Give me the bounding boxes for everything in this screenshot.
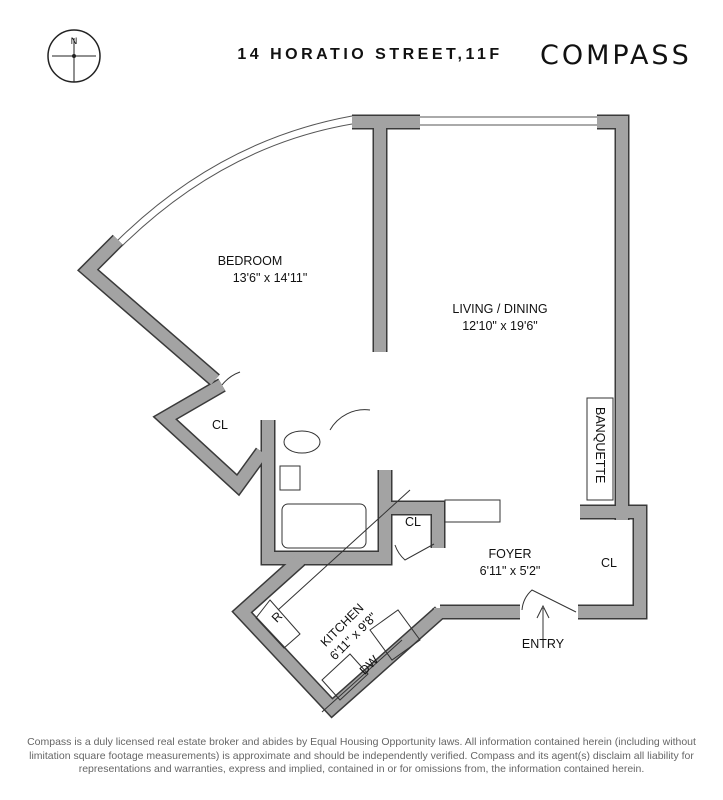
disclaimer: Compass is a duly licensed real estate b…	[27, 736, 696, 775]
bedroom-name: BEDROOM	[218, 254, 283, 268]
living-size: 12'10" x 19'6"	[462, 319, 538, 333]
bedroom-closet-door	[221, 371, 241, 386]
foyer-closet-label: CL	[601, 556, 617, 570]
entry-label: ENTRY	[522, 637, 565, 651]
living-name: LIVING / DINING	[452, 302, 547, 316]
banquette-label: BANQUETTE	[593, 407, 607, 483]
bedroom-size: 13'6" x 14'11"	[233, 271, 308, 285]
stove	[369, 609, 421, 661]
bath-door-swing	[329, 409, 371, 431]
foyer-name: FOYER	[488, 547, 531, 561]
hall-closet-label: CL	[405, 515, 421, 529]
counter	[444, 499, 501, 523]
north-label: N	[71, 36, 78, 46]
bathtub	[281, 503, 367, 549]
fixtures	[221, 371, 614, 713]
foyer-size: 6'11" x 5'2"	[480, 564, 541, 578]
banquette	[586, 397, 614, 501]
compass-rose: N	[47, 29, 101, 83]
bathroom-sink	[279, 465, 301, 491]
toilet	[283, 430, 321, 454]
bedroom-closet-label: CL	[212, 418, 228, 432]
page-title: 14 HORATIO STREET,11F	[237, 46, 503, 63]
walls	[76, 114, 648, 719]
refrigerator-label: R	[269, 609, 285, 625]
compass-logo: COMPASS	[540, 40, 692, 71]
entry-door-swing	[521, 589, 577, 613]
windows	[117, 115, 597, 247]
closet-door-swing	[394, 543, 435, 561]
kitchen-sink	[321, 653, 369, 701]
refrigerator	[255, 599, 301, 649]
